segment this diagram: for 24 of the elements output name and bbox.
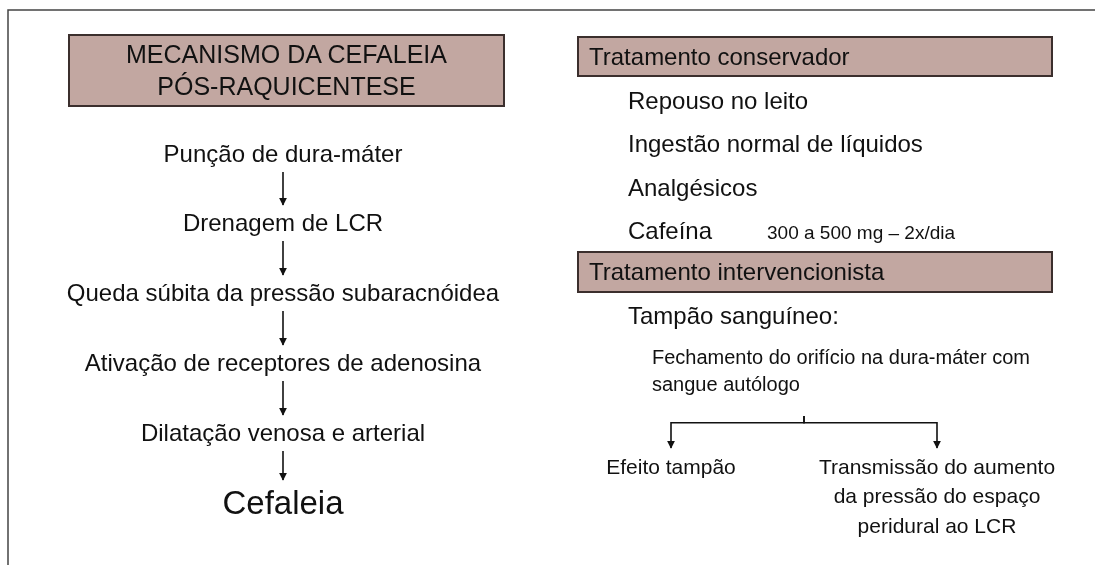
list-item-text: Tampão sanguíneo: (628, 302, 839, 330)
arrow (279, 171, 287, 206)
arrow (279, 450, 287, 481)
section-header-box: Tratamento intervencionista (577, 251, 1053, 293)
list-item-text: Repouso no leito (628, 87, 809, 115)
arrow (803, 415, 941, 449)
title-box: MECANISMO DA CEFALEIA PÓS-RAQUICENTESE (68, 34, 505, 107)
list-item-text: Cafeína (628, 217, 713, 245)
step-text: Ativação de receptores de adenosina (84, 349, 482, 377)
outcome-text: Transmissão do aumento da pressão do espaço peridural ao LCR (812, 452, 1062, 541)
step-text: Drenagem de LCR (182, 209, 384, 237)
dosage-text: 300 a 500 mg – 2x/dia (767, 222, 956, 244)
outcome-text: Efeito tampão (606, 452, 736, 482)
step-text: Dilatação venosa e arterial (140, 419, 426, 447)
section-header-box: Tratamento conservador (577, 36, 1053, 77)
result-text: Cefaleia (222, 484, 344, 522)
description-text: Fechamento do orifício na dura-máter com sangue autólogo (652, 344, 1047, 398)
list-item-text: Analgésicos (628, 174, 758, 202)
arrow (279, 380, 287, 416)
list-item-text: Ingestão normal de líquidos (628, 130, 923, 158)
step-text: Punção de dura-máter (163, 140, 403, 168)
arrow (279, 240, 287, 276)
arrow (279, 310, 287, 346)
step-text: Queda súbita da pressão subaracnóidea (66, 279, 500, 307)
